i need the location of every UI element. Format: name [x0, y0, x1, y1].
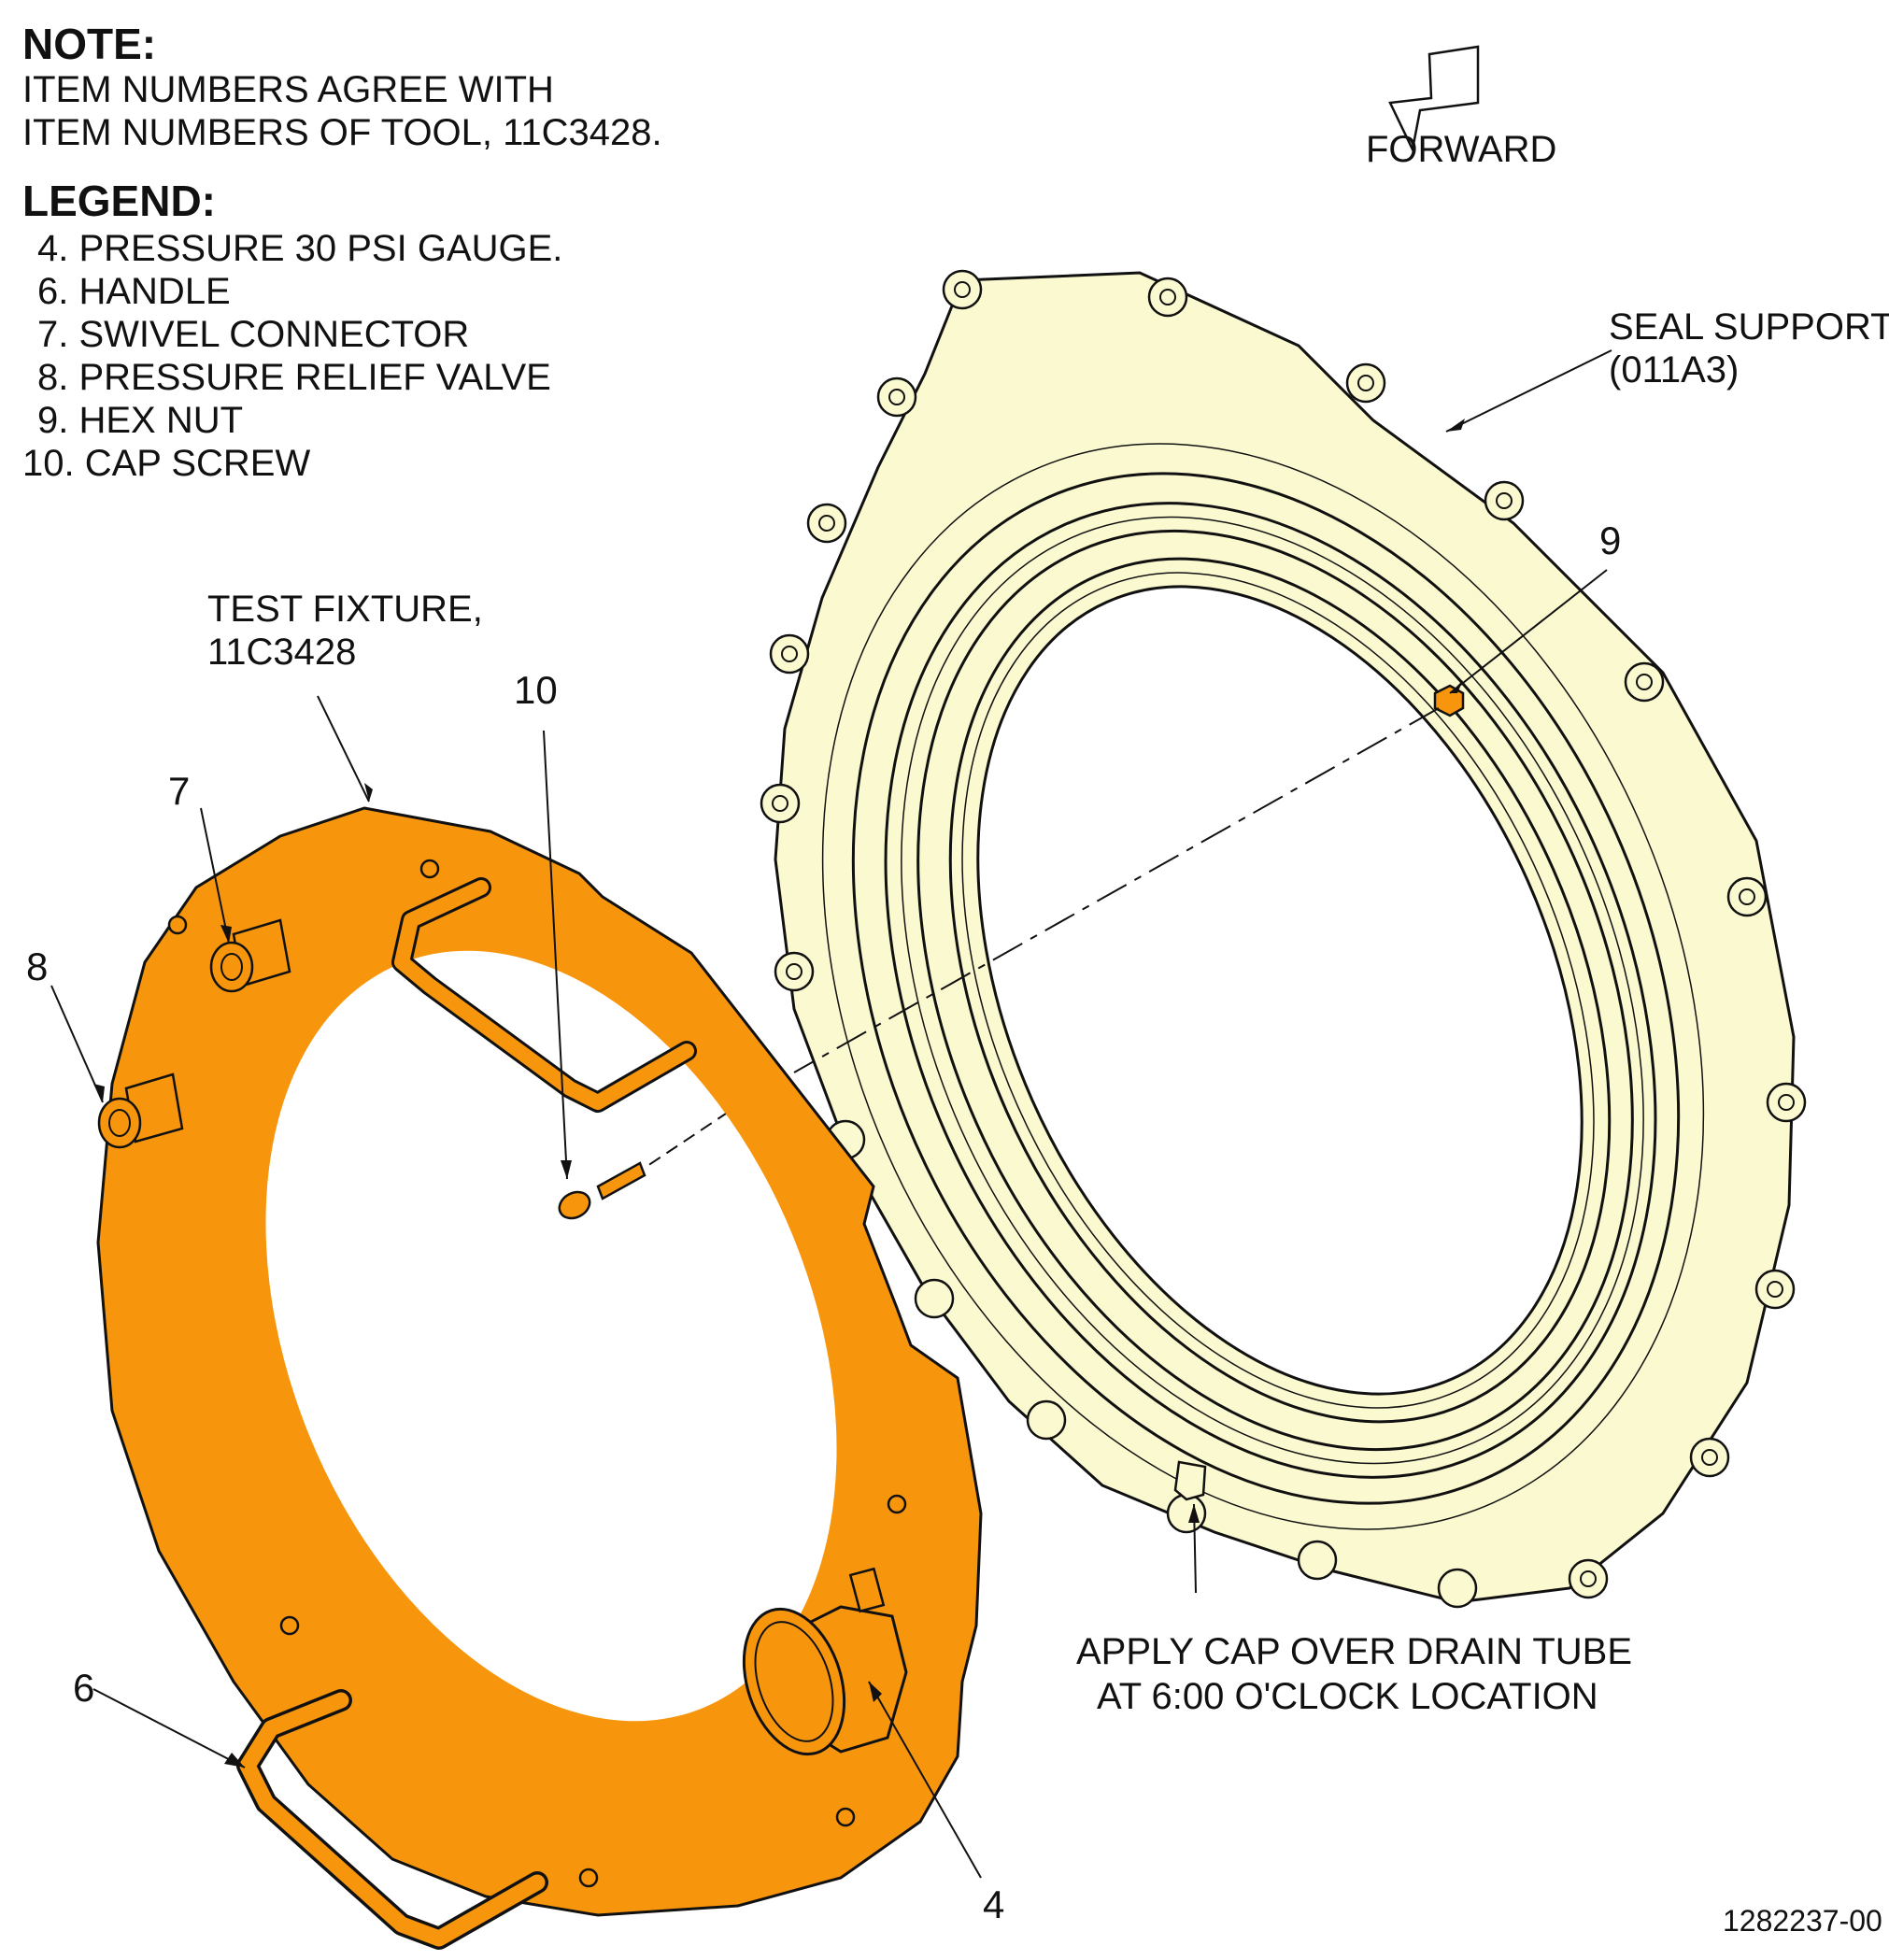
note-line-1: ITEM NUMBERS AGREE WITH: [22, 69, 554, 110]
note-line-2: ITEM NUMBERS OF TOOL, 11C3428.: [22, 112, 662, 153]
seal-support: [760, 269, 1807, 1609]
drain-tube: [1173, 1460, 1207, 1501]
test-fixture-label: TEST FIXTURE,: [207, 589, 483, 630]
figure-reference-number: 1282237-00: [1723, 1904, 1882, 1938]
pressure-relief-valve: [97, 1072, 184, 1149]
handle: [236, 1689, 548, 1950]
legend-item-7: 7. SWIVEL CONNECTOR: [37, 314, 470, 355]
leader-lines: [50, 349, 1612, 1879]
callout-item-8: 8: [26, 944, 49, 988]
drain-note-line-1: APPLY CAP OVER DRAIN TUBE: [1076, 1631, 1633, 1672]
callout-item-4: 4: [983, 1882, 1005, 1926]
hex-nut-icon: [1433, 684, 1465, 717]
pressure-gauge: [742, 1567, 908, 1756]
test-fixture: [96, 806, 983, 1917]
note-heading: NOTE:: [22, 20, 157, 68]
leader-arrowheads: [93, 419, 1465, 1768]
callout-item-6: 6: [73, 1666, 95, 1710]
drain-note-line-2: AT 6:00 O'CLOCK LOCATION: [1097, 1676, 1598, 1717]
alignment-centerline: [793, 707, 1440, 1073]
cap-screw-icon: [558, 1161, 646, 1220]
legend-item-9: 9. HEX NUT: [37, 400, 244, 441]
callout-item-9: 9: [1599, 518, 1622, 562]
swivel-connector: [209, 918, 291, 993]
forward-arrow-icon: [1388, 45, 1480, 153]
seal-support-label: SEAL SUPPORT: [1609, 306, 1889, 348]
forward-label: FORWARD: [1366, 129, 1557, 170]
legend-item-8: 8. PRESSURE RELIEF VALVE: [37, 357, 551, 398]
callout-item-10: 10: [514, 668, 558, 712]
legend-item-4: 4. PRESSURE 30 PSI GAUGE.: [37, 228, 563, 269]
seal-support-part-number: (011A3): [1609, 349, 1740, 391]
legend-item-10: 10. CAP SCREW: [22, 443, 311, 484]
callout-item-7: 7: [168, 769, 191, 813]
test-fixture-part-number: 11C3428: [207, 632, 357, 673]
legend-item-6: 6. HANDLE: [37, 271, 231, 312]
legend-heading: LEGEND:: [22, 177, 216, 225]
